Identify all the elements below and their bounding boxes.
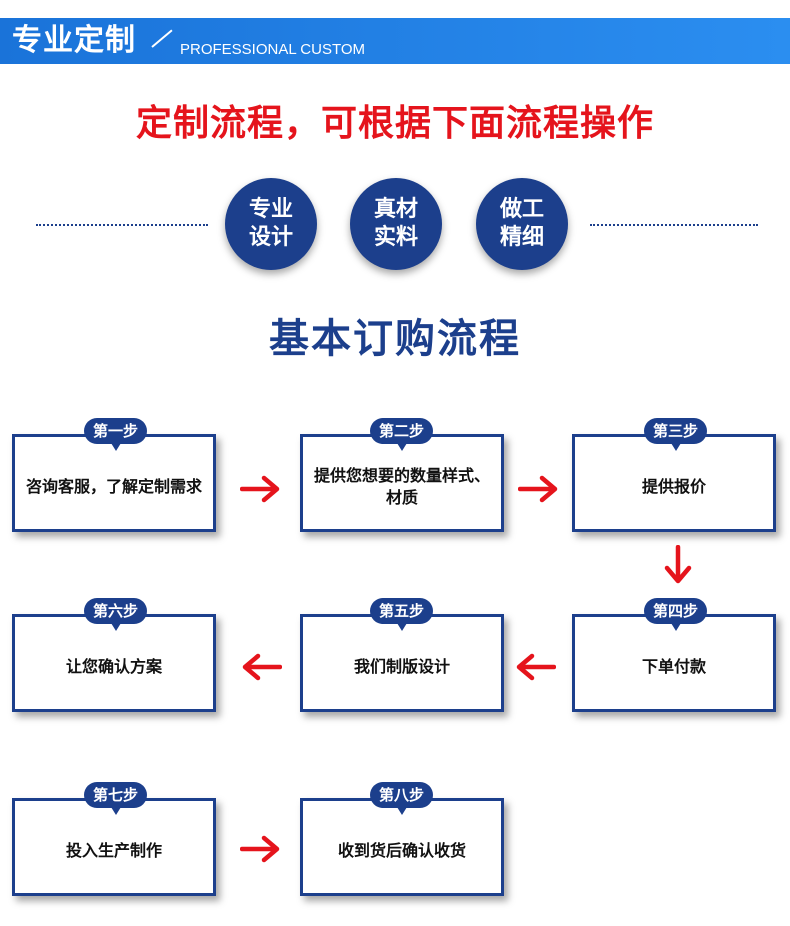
step-text: 提供报价 [641,477,706,496]
header-bar: 专业定制 PROFESSIONAL CUSTOM [0,18,790,64]
step-text: 让您确认方案 [65,657,162,676]
header-title: 专业定制 [12,23,136,58]
arrow-right-icon [518,475,558,503]
step-tag-8: 第八步 [370,782,434,815]
step-box-2: 提供您想要的数量样式、材质 [300,434,504,532]
feature-line: 专业 [248,197,293,222]
arrow-down-icon [664,545,692,584]
header-divider-slash [151,29,173,48]
dotted-divider-left [36,224,208,226]
feature-line: 设计 [248,225,293,250]
step-text: 投入生产制作 [65,841,162,860]
step-text: 下单付款 [641,657,706,676]
dotted-divider-right [590,224,758,226]
header-subtitle: PROFESSIONAL CUSTOM [180,41,366,58]
step-tag-6: 第六步 [84,598,148,631]
step-text: 收到货后确认收货 [337,841,466,860]
section-title: 基本订购流程 [269,316,521,362]
step-tag-2: 第二步 [370,418,434,451]
feature-badge-workmanship: 做工精细 [476,178,568,270]
feature-line: 真材 [373,197,418,222]
step-tag-7: 第七步 [84,782,148,815]
feature-line: 精细 [499,225,544,250]
arrow-right-icon [240,835,280,863]
arrow-right-icon [240,475,280,503]
feature-line: 实料 [373,225,418,250]
feature-badge-material: 真材实料 [350,178,442,270]
process-headline: 定制流程，可根据下面流程操作 [135,103,654,144]
step-tag-4: 第四步 [644,598,708,631]
step-tag-5: 第五步 [370,598,434,631]
step-text: 提供您想要的数量样式、材质 [313,466,490,507]
feature-line: 做工 [499,197,544,222]
step-text: 咨询客服，了解定制需求 [25,477,202,496]
arrow-left-icon [242,653,282,681]
step-tag-1: 第一步 [84,418,148,451]
step-text: 我们制版设计 [353,657,450,676]
arrow-left-icon [516,653,556,681]
feature-badge-design: 专业设计 [225,178,317,270]
step-tag-3: 第三步 [644,418,708,451]
